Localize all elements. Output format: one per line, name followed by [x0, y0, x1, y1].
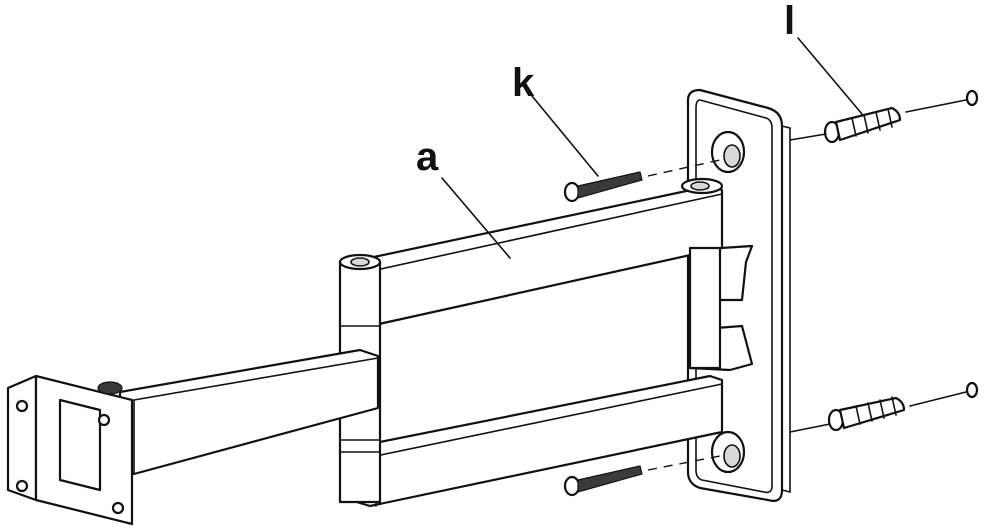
screw-bottom: [563, 465, 643, 497]
lower-arm: [348, 246, 724, 508]
leader-a: [441, 177, 511, 259]
leader-k: [531, 95, 599, 177]
label-a: a: [416, 135, 439, 179]
vesa-bracket: [6, 374, 134, 526]
guide-lines: [647, 99, 967, 471]
label-k: k: [512, 61, 535, 105]
leader-l: [797, 37, 863, 115]
drill-mark-top: [965, 89, 979, 107]
anchor-bottom: [827, 396, 906, 432]
screw-top: [563, 171, 643, 203]
drill-mark-bottom: [965, 381, 979, 399]
anchor-top: [823, 106, 902, 144]
upper-arm: [348, 177, 724, 328]
label-l: l: [784, 0, 795, 43]
